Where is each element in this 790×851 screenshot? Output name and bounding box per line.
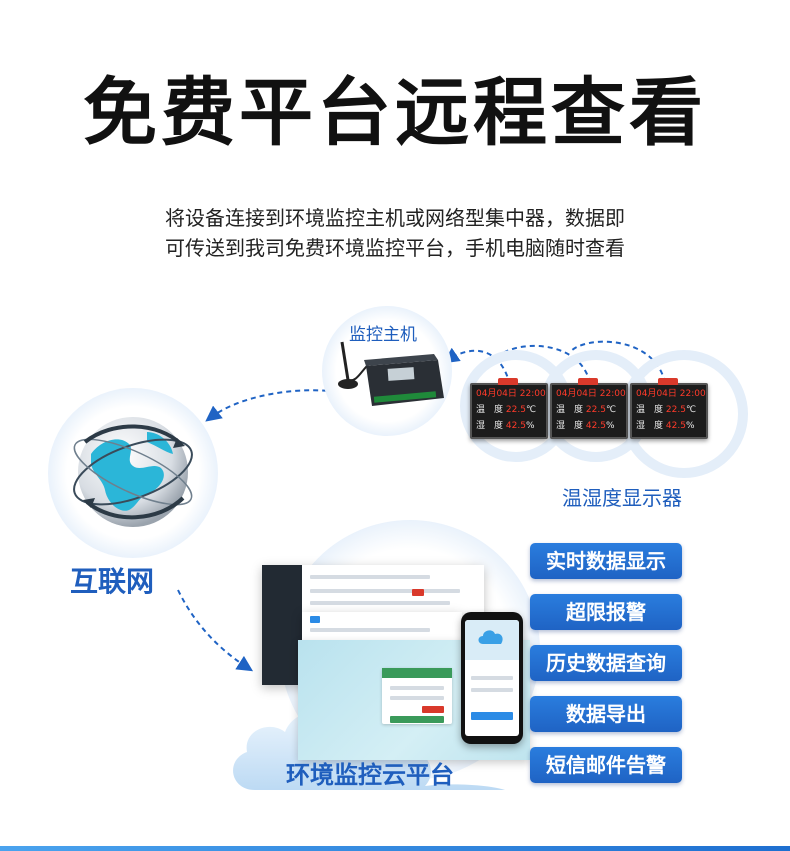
phone-device [461, 612, 523, 744]
feature-history-query: 历史数据查询 [530, 645, 682, 681]
subtitle-line-1: 将设备连接到环境监控主机或网络型集中器，数据即 [165, 206, 625, 230]
display-panel-2: 04月04日 22:00 温 度 22.5℃ 湿 度 42.5% [550, 378, 628, 439]
bottom-bar [0, 846, 790, 851]
platform-label: 环境监控云平台 [286, 761, 454, 789]
feature-overlimit-alarm: 超限报警 [530, 594, 682, 630]
feature-data-export: 数据导出 [530, 696, 682, 732]
host-label: 监控主机 [349, 325, 417, 345]
display-label: 温湿度显示器 [562, 486, 682, 510]
feature-sms-email-alert: 短信邮件告警 [530, 747, 682, 783]
globe-icon [73, 417, 193, 527]
display-panel-1: 04月04日 22:00 温 度 22.5℃ 湿 度 42.5% [470, 378, 548, 439]
page-title: 免费平台远程查看 [83, 70, 707, 156]
subtitle-line-2: 可传送到我司免费环境监控平台，手机电脑随时查看 [165, 236, 625, 260]
monitoring-host-device [338, 341, 444, 406]
internet-label: 互联网 [70, 565, 155, 598]
feature-realtime-display: 实时数据显示 [530, 543, 682, 579]
cloud-logo-icon [478, 630, 503, 644]
display-panel-3: 04月04日 22:00 温 度 22.5℃ 湿 度 42.5% [630, 378, 708, 439]
